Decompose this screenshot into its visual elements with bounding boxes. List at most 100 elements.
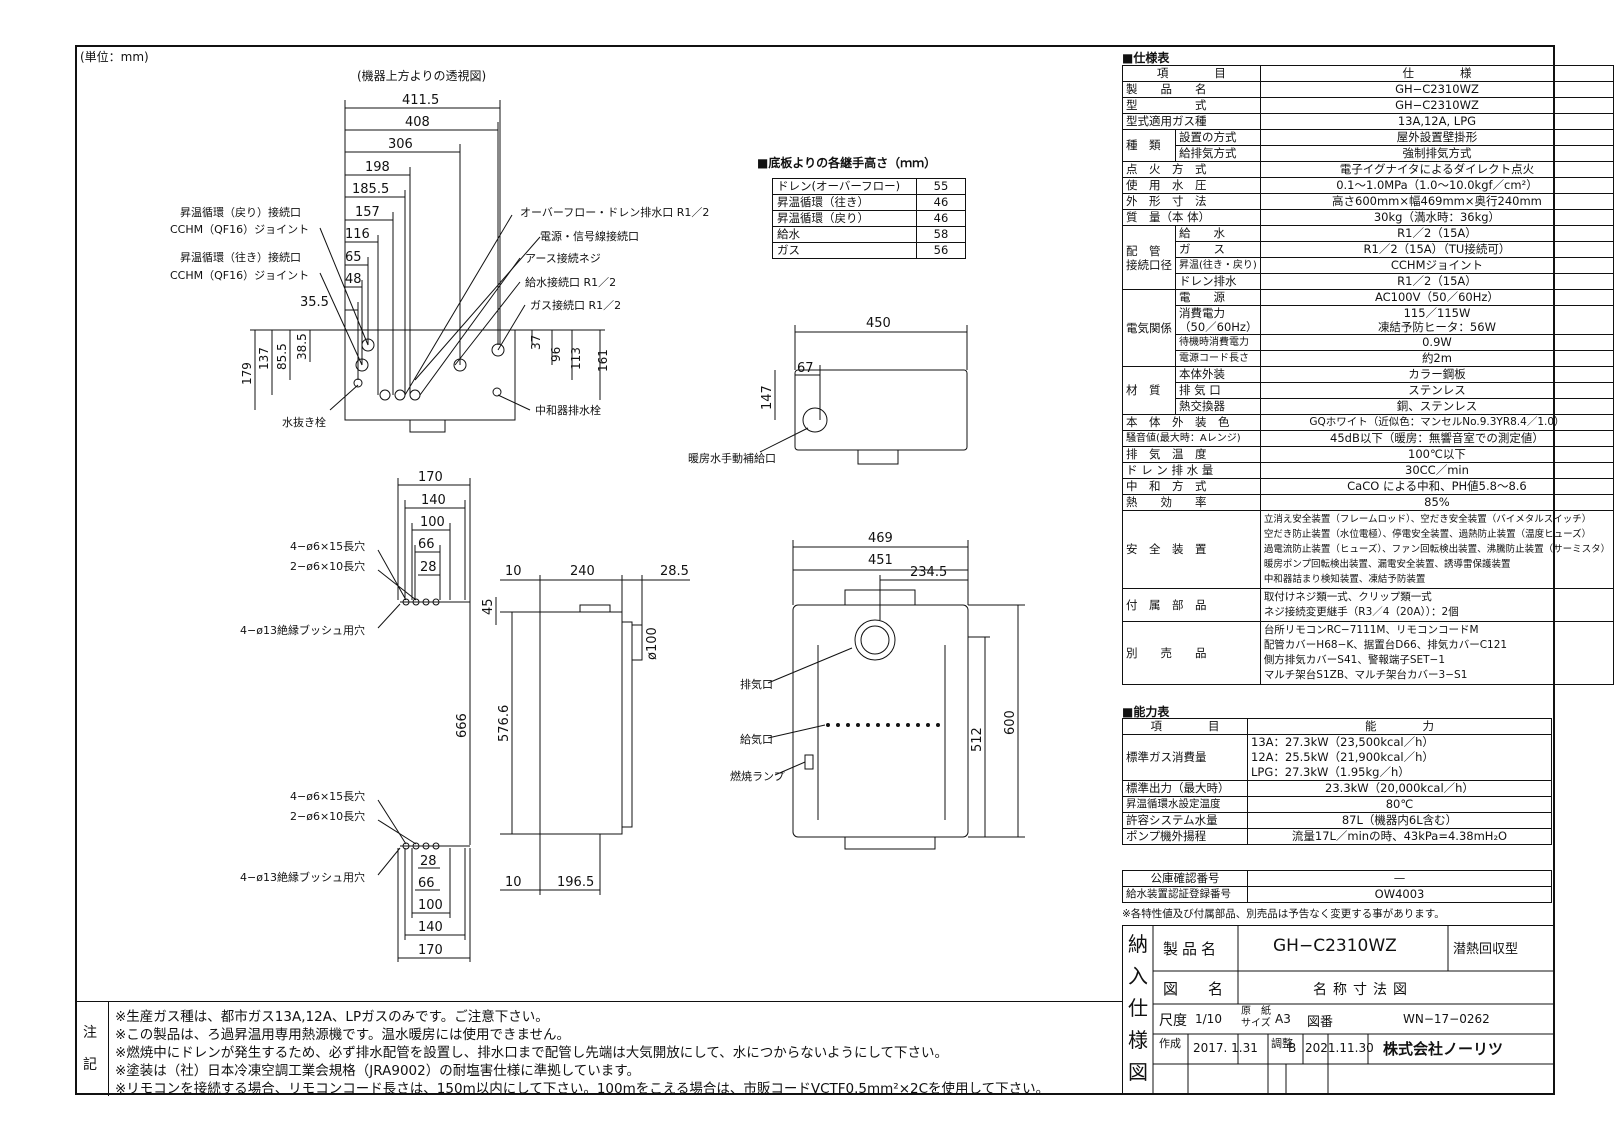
gas-label: ガス接続口 R1／2 [530,298,621,312]
top-view-dims: 411.5 408 306 198 185.5 157 116 65 48 35… [300,93,439,310]
side-view-hole-labels: 4−ø6×15長穴 2−ø6×10長穴 4−ø13絶縁ブッシュ用穴 4−ø6×1… [240,539,365,884]
supply-joint-label: CCHM（QF16）ジョイント [170,269,309,282]
capacity-table: 項 目能 力 標準ガス消費量 13A：27.3kW（23,500kcal／h） … [1122,718,1552,845]
notice-text: ※各特性値及び付属部品、別売品は予告なく変更する事があります。 [1122,908,1445,920]
holes-bottom-1: 4−ø6×15長穴 [290,789,365,803]
holes-top-3: 4−ø13絶縁ブッシュ用穴 [240,623,365,637]
table-row: 公庫確認番号— [1122,870,1552,887]
top-view-tab [409,419,446,433]
bottom-heights-title: ■底板よりの各継手高さ（ｍｍ） [757,156,937,170]
capacity-title: ■能力表 [1122,705,1170,719]
title-block: 納 入 仕 様 図 製品名 GH−C2310WZ 潜熱回収型 図 名 名称寸法図… [1122,925,1555,1095]
dim-196-5: 196.5 [557,875,594,890]
earth-label: アース接続ネジ [525,251,601,265]
scale-value: 1/10 [1195,1012,1222,1026]
dim-66-bottom: 66 [418,876,435,891]
note-line: ※リモコンを接続する場合、リモコンコード長さは、150m以内にして下さい。100… [115,1081,1050,1097]
dim-240: 240 [570,564,595,579]
intake-label: 給気口 [740,732,773,746]
table-row: 外 形 寸 法高さ600mm×幅469mm×奥行240mm [1122,193,1614,210]
note-line: ※この製品は、ろ過昇温用専用熱源機です。温水暖房には使用できません。 [115,1027,571,1043]
dim-450: 450 [866,316,891,331]
company-name: 株式会社ノーリツ [1383,1040,1504,1058]
small-top-view-dims: 450 67 147 暖房水手動補給口 [688,316,891,465]
table-row: 項 目能 力 [1122,718,1552,735]
made-date: 2017. 1.31 [1193,1041,1258,1055]
adjust-label: 調整 [1271,1037,1293,1050]
dim-38-5: 38.5 [295,333,309,360]
dim-37: 37 [529,335,543,350]
dim-234-5: 234.5 [910,565,947,580]
technical-drawing: 411.5 408 306 198 185.5 157 116 65 48 35… [170,93,1025,962]
dim-100-top: 100 [420,515,445,530]
product-name: GH−C2310WZ [1273,936,1397,956]
holes-top-1: 4−ø6×15長穴 [290,539,365,553]
title-block-side: 納 入 仕 様 図 [1128,932,1148,1084]
front-view [767,540,1025,850]
table-row: 昇温(往き・戻り)CCHMジョイント [1123,257,1614,274]
supply-conn-label: 昇温循環（往き）接続口 [180,250,301,264]
drawing-name: 名称寸法図 [1313,982,1413,998]
table-row: 質 量（本 体）30kg（満水時：36kg） [1122,209,1614,226]
table-row: ドレン(オーバーフロー)55 [772,178,966,195]
spec-title: ■仕様表 [1122,51,1170,65]
table-row: 安 全 装 置 立消え安全装置（フレームロッド）、空だき安全装置（バイメタルスイ… [1122,510,1614,589]
dim-161: 161 [596,349,610,372]
product-label: 製品名 [1163,940,1221,958]
dim-45: 45 [481,598,496,615]
dim-28-top: 28 [420,560,437,575]
dim-35-5: 35.5 [300,295,329,310]
top-view [250,100,605,433]
dim-147: 147 [760,385,775,410]
dim-666: 666 [455,713,470,738]
note-line: ※生産ガス種は、都市ガス13A,12A、LPガスのみです。ご注意下さい。 [115,1009,549,1025]
exhaust-label: 排気口 [740,677,773,691]
dim-140-bottom: 140 [418,920,443,935]
dim-28-bottom: 28 [420,854,437,869]
paper-label: 原 紙 サイズ [1241,1006,1271,1029]
table-row: 標準ガス消費量 13A：27.3kW（23,500kcal／h） 12A：25.… [1122,734,1552,781]
drain-label: オーバーフロー・ドレン排水口 R1／2 [520,205,709,219]
table-row: 材 質本体外装カラー鋼板 [1122,366,1614,415]
front-view-labels: 排気口 給気口 燃焼ランプ [730,677,785,783]
top-view-side-dims: 179 137 85.5 38.5 37 96 113 161 [240,333,610,385]
table-row: 消費電力 （50／60Hz）115／115W 凍結予防ヒータ：56W [1123,305,1614,335]
dim-170-top: 170 [418,470,443,485]
dim-185-5: 185.5 [352,182,389,197]
top-view-outline [344,329,516,421]
refill-label: 暖房水手動補給口 [688,451,776,465]
dim-451: 451 [868,553,893,568]
side-view [377,478,690,962]
dim-600: 600 [1003,710,1018,735]
dim-10-bottom: 10 [505,875,522,890]
dim-113: 113 [569,347,583,370]
dim-170-bottom: 170 [418,943,443,958]
side-view-dims: 170 140 100 66 28 28 66 100 140 170 10 2… [418,470,689,958]
dim-512: 512 [970,727,985,752]
dim-48: 48 [345,272,362,287]
holes-bottom-2: 2−ø6×10長穴 [290,809,365,823]
dim-67: 67 [797,361,814,376]
water-label: 給水接続口 R1／2 [525,275,616,289]
neutral-label: 中和器排水栓 [535,403,601,417]
dim-306: 306 [388,137,413,152]
small-top-view [759,325,968,465]
made-label: 作成 [1159,1037,1181,1050]
front-intake-holes [826,723,940,727]
table-row: 点 火 方 式電子イグナイタによるダイレクト点火 [1122,161,1614,178]
